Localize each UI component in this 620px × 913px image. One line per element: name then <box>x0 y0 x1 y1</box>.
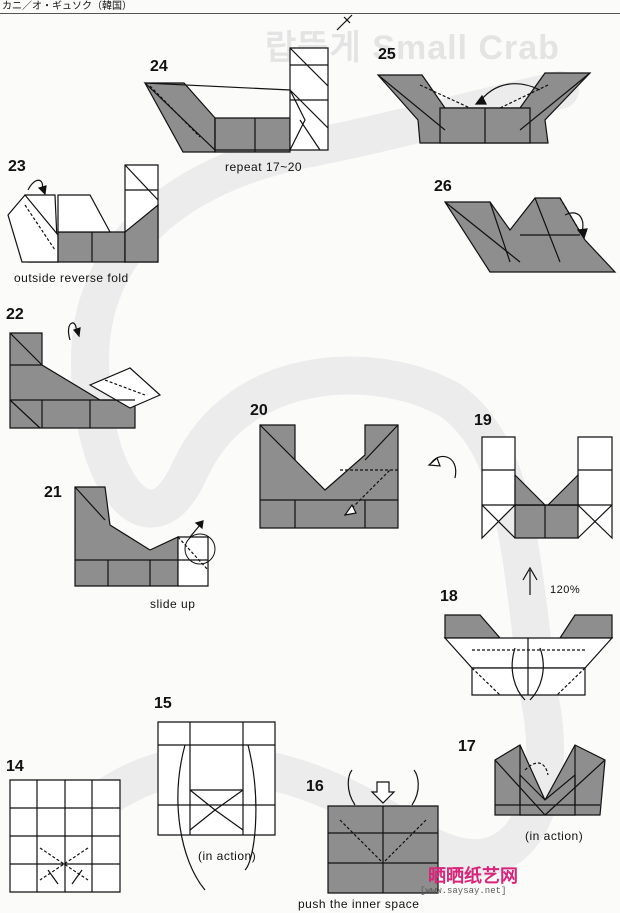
step-26-figure <box>443 197 617 273</box>
step-23-figure <box>7 164 159 263</box>
caption-push-inner-space: push the inner space <box>298 897 420 911</box>
step-25-figure <box>376 72 592 144</box>
caption-enlarge: 120% <box>550 584 581 596</box>
step-15-figure <box>157 721 276 891</box>
step-number-24: 24 <box>150 58 168 75</box>
step-16-figure <box>327 769 439 894</box>
step-24-figure <box>143 14 353 153</box>
step-number-26: 26 <box>434 178 452 195</box>
watermark-brand: 晒晒纸艺网 <box>428 866 518 886</box>
step-number-17: 17 <box>458 738 476 755</box>
step-number-23: 23 <box>8 158 26 175</box>
step-14-figure <box>9 779 121 893</box>
step-number-25: 25 <box>378 46 396 63</box>
step-number-21: 21 <box>44 484 62 501</box>
step-number-22: 22 <box>6 306 24 323</box>
caption-in-action-15: (in action) <box>198 849 257 863</box>
watermark-url: [www.saysay.net] <box>420 886 507 896</box>
step-20-figure <box>259 424 457 529</box>
step-number-14: 14 <box>6 758 24 775</box>
step-17-figure <box>494 744 606 816</box>
step-22-figure <box>9 322 162 429</box>
step-number-20: 20 <box>250 402 268 419</box>
caption-repeat: repeat 17~20 <box>225 160 303 174</box>
step-21-figure <box>74 486 216 587</box>
step-19-figure <box>481 436 613 540</box>
caption-in-action-17: (in action) <box>525 829 584 843</box>
step-number-15: 15 <box>154 695 172 712</box>
caption-slide-up: slide up <box>150 597 196 611</box>
step-number-16: 16 <box>306 778 324 795</box>
page-header: カニ／オ・ギュソク（韓国） <box>0 0 620 14</box>
caption-outside-reverse-fold: outside reverse fold <box>14 271 129 285</box>
step-number-19: 19 <box>474 412 492 429</box>
step-number-18: 18 <box>440 588 458 605</box>
step-18-figure <box>443 566 614 701</box>
